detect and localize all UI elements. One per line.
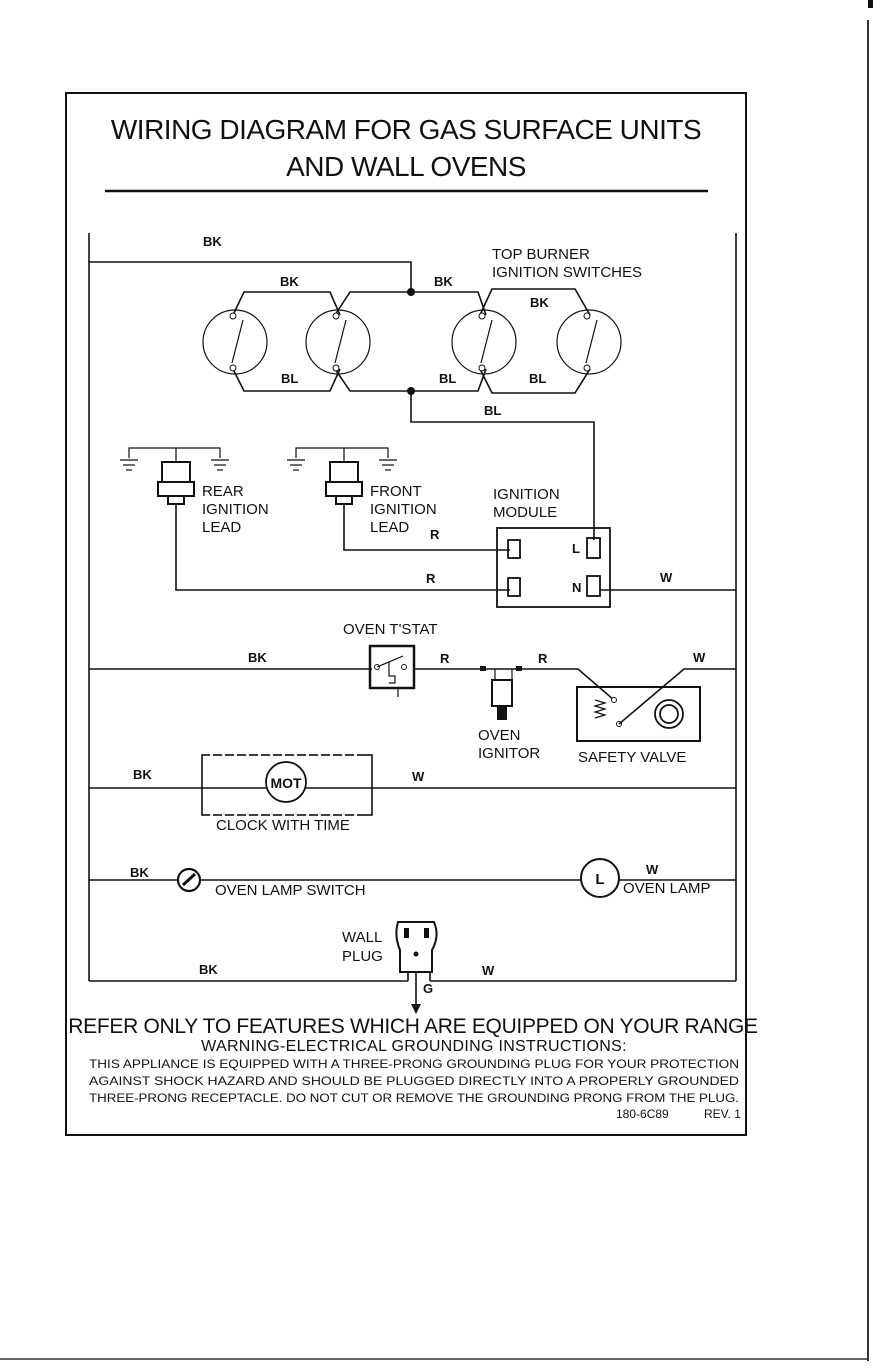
safety-valve [576,686,701,742]
lamp-l-label: L [595,871,604,888]
clock-mot-label: MOT [270,775,302,791]
tstat-label: OVEN T'STAT [343,621,438,638]
clock-label: CLOCK WITH TIME [216,817,350,834]
rear-label-2: IGNITION [202,501,269,518]
ignition-switch-1 [202,309,268,375]
oven-lamp-switch [176,867,202,893]
wire-label-bk-tstat: BK [248,650,267,665]
wire-label-bk-sw3: BK [530,295,549,310]
revision: REV. 1 [704,1107,741,1121]
ignition-module [496,527,611,608]
module-label-1: IGNITION [493,486,560,503]
warning-line-3: THREE-PRONG RECEPTACLE. DO NOT CUT OR RE… [89,1091,739,1105]
title-line-2: AND WALL OVENS [286,151,526,182]
switch-bk-top-wire [232,291,341,316]
title-line-1: WIRING DIAGRAM FOR GAS SURFACE UNITS [111,114,701,145]
rear-lead-r-wire [175,504,510,591]
wire-label-bl-sw1: BL [281,371,298,386]
wire-label-bk-plug: BK [199,962,218,977]
oven-lamp-label: OVEN LAMP [623,880,711,897]
front-ignition-electrode [287,447,397,505]
oven-lamp [580,858,620,898]
module-label-2: MODULE [493,504,557,521]
scan-mark-top-right [868,0,873,8]
module-l-label: L [572,541,580,556]
wire-label-bk-sw2: BK [434,274,453,289]
wire-label-bk-top: BK [203,234,222,249]
tstat-r-wire-3 [522,668,615,701]
plug-label: PLUG [342,948,383,965]
top-burner-label: TOP BURNER [492,246,590,263]
front-label-1: FRONT [370,483,422,500]
wire-label-bk-sw1: BK [280,274,299,289]
warning-line-2: AGAINST SHOCK HAZARD AND SHOULD BE PLUGG… [89,1074,739,1088]
rear-label-3: LEAD [202,519,241,536]
module-terminal-l [586,537,601,559]
wire-label-bl-module: BL [484,403,501,418]
oven-ignitor [491,679,513,720]
wall-label: WALL [342,929,382,946]
connector-2 [516,666,522,671]
ignition-switches-label: IGNITION SWITCHES [492,264,642,281]
wire-label-bk-lamp: BK [130,865,149,880]
wall-plug [395,921,438,1014]
clock-motor [265,761,307,803]
junction-dot-bk [407,288,415,296]
wire-label-bl-sw2: BL [439,371,456,386]
wire-label-r-rear: R [426,571,436,586]
module-terminal-2 [507,577,521,597]
wire-label-bk-clock: BK [133,767,152,782]
refer-note: REFER ONLY TO FEATURES WHICH ARE EQUIPPE… [68,1015,758,1038]
module-terminal-n [586,575,601,597]
front-label-3: LEAD [370,519,409,536]
wire-label-w-clock: W [412,769,425,784]
ignitor-label-1: OVEN [478,727,521,744]
bl-wire-to-module [410,391,595,540]
wire-label-w-lamp: W [646,862,659,877]
module-n-label: N [572,580,581,595]
ignitor-label-2: IGNITOR [478,745,540,762]
wire-label-r-front: R [430,527,440,542]
module-terminal-1 [507,539,521,559]
warning-title: WARNING-ELECTRICAL GROUNDING INSTRUCTION… [201,1038,627,1055]
ground-g-label: G [423,981,433,996]
top-bk-wire [89,261,412,292]
clock-box [201,754,373,816]
ignition-switch-3 [451,309,517,375]
safety-valve-w-wire [618,668,736,725]
wire-label-r-tstat1: R [440,651,450,666]
wire-label-bl-sw3: BL [529,371,546,386]
oven-thermostat [368,644,416,697]
wire-label-r-tstat2: R [538,651,548,666]
wire-label-w-valve: W [693,650,706,665]
front-lead-r-wire [343,504,510,551]
switch-bk-right-wire [479,288,591,316]
rear-label-1: REAR [202,483,244,500]
lamp-switch-label: OVEN LAMP SWITCH [215,882,366,899]
connector-1 [480,666,486,671]
switch-bl-left-wire [232,368,341,392]
warning-line-1: THIS APPLIANCE IS EQUIPPED WITH A THREE-… [89,1057,739,1071]
wire-label-w-module: W [660,570,673,585]
ignition-switch-4 [556,309,622,375]
front-label-2: IGNITION [370,501,437,518]
wire-label-w-plug: W [482,963,495,978]
diagram-frame [65,92,747,1136]
part-number: 180-6C89 [616,1107,669,1121]
ignition-switch-2 [305,309,371,375]
switch-bl-right-wire [479,368,591,394]
safety-valve-label: SAFETY VALVE [578,749,686,766]
